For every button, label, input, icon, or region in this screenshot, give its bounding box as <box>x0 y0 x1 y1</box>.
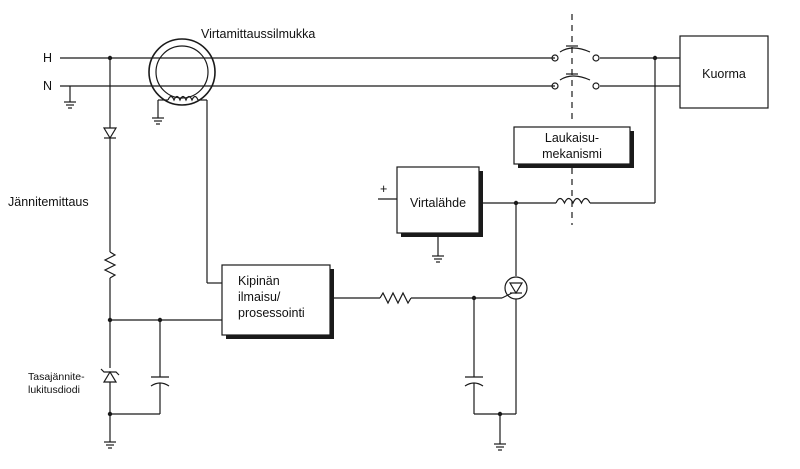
capacitor-left <box>110 320 170 415</box>
coil-output-wire <box>206 100 222 284</box>
voltage-measurement-branch <box>102 55 222 368</box>
load-label: Kuorma <box>702 67 746 81</box>
arc-detection-box: Kipinän ilmaisu/ prosessointi <box>221 264 334 339</box>
trip-mech-label-1: Laukaisu- <box>545 131 599 145</box>
power-supply-box: Virtalähde + <box>378 166 483 263</box>
breaker-contacts <box>551 14 600 225</box>
voltage-measurement-label: Jännitemittaus <box>8 195 89 209</box>
output-resistor <box>334 291 502 305</box>
trip-mech-label-2: mekanismi <box>542 147 602 161</box>
arc-label-1: Kipinän <box>238 274 280 288</box>
current-sense-coil <box>148 38 216 125</box>
load-box: Kuorma <box>679 35 769 109</box>
power-supply-label: Virtalähde <box>410 196 466 210</box>
scr-thyristor <box>501 200 528 414</box>
line-n-label: N <box>43 79 52 93</box>
capacitor-right <box>464 298 516 451</box>
zener-label-1: Tasajännite- <box>28 371 85 383</box>
arc-label-2: ilmaisu/ <box>238 290 281 304</box>
plus-sign: + <box>380 182 387 196</box>
zener-diode <box>100 368 120 449</box>
line-h-label: H <box>43 51 52 65</box>
arc-label-3: prosessointi <box>238 306 305 320</box>
trip-mechanism-box: Laukaisu- mekanismi <box>513 126 634 168</box>
zener-label-2: lukitusdiodi <box>28 384 80 396</box>
ground-n <box>64 86 76 109</box>
current-coil-label: Virtamittaussilmukka <box>201 27 315 41</box>
trip-coil-wire <box>482 55 658 205</box>
